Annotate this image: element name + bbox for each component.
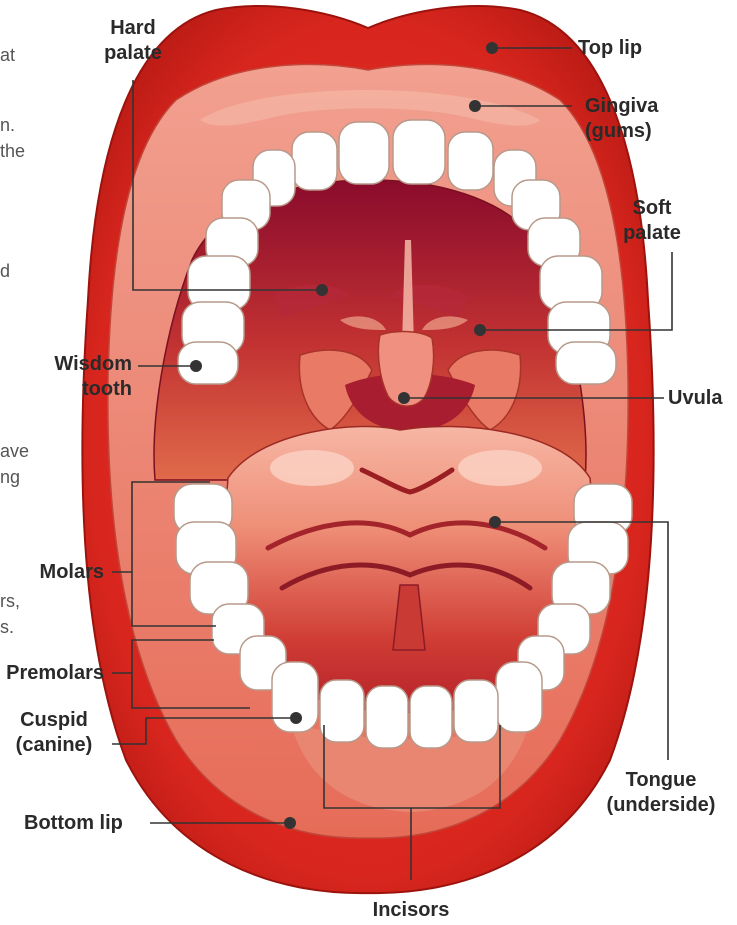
upper-incisor (448, 132, 493, 190)
cropped-text-fragment: rs, (0, 590, 20, 612)
label-wisdom-tooth-line1: Wisdom (8, 352, 132, 377)
label-premolars: Premolars (0, 661, 104, 686)
label-hard-palate-line2: palate (90, 41, 176, 66)
label-gingiva-line1: Gingiva (585, 94, 658, 119)
label-cuspid-line1: Cuspid (2, 708, 106, 733)
lower-incisor (454, 680, 498, 742)
lower-incisor (320, 680, 364, 742)
label-hard-palate: Hard palate (90, 16, 176, 66)
label-soft-palate-line1: Soft (622, 196, 682, 221)
label-gingiva-line2: (gums) (585, 119, 658, 144)
label-tongue: Tongue (underside) (596, 768, 726, 818)
label-tongue-line1: Tongue (596, 768, 726, 793)
upper-incisor (339, 122, 389, 184)
cropped-text-fragment: ave (0, 440, 29, 462)
label-wisdom-tooth: Wisdom tooth (8, 352, 132, 402)
lower-canine (496, 662, 542, 732)
upper-incisor (393, 120, 445, 184)
cropped-text-fragment: ng (0, 466, 20, 488)
tongue-highlight (458, 450, 542, 486)
label-bottom-lip: Bottom lip (24, 811, 123, 836)
lower-incisor (410, 686, 452, 748)
label-molars: Molars (0, 560, 104, 585)
label-gingiva: Gingiva (gums) (585, 94, 658, 144)
label-top-lip: Top lip (578, 36, 642, 61)
tongue-highlight (270, 450, 354, 486)
label-soft-palate-line2: palate (622, 221, 682, 246)
upper-incisor (292, 132, 337, 190)
cropped-text-fragment: at (0, 44, 15, 66)
cropped-text-fragment: s. (0, 616, 14, 638)
lower-incisor (366, 686, 408, 748)
label-cuspid-line2: (canine) (2, 733, 106, 758)
cropped-text-fragment: d (0, 260, 10, 282)
upper-wisdom-tooth (556, 342, 616, 384)
upper-wisdom-tooth (178, 342, 238, 384)
label-cuspid: Cuspid (canine) (2, 708, 106, 758)
label-soft-palate: Soft palate (622, 196, 682, 246)
cropped-text-fragment: the (0, 140, 25, 162)
label-uvula: Uvula (668, 386, 722, 411)
label-tongue-line2: (underside) (596, 793, 726, 818)
cropped-text-fragment: n. (0, 114, 15, 136)
label-hard-palate-line1: Hard (90, 16, 176, 41)
label-incisors: Incisors (356, 898, 466, 923)
label-wisdom-tooth-line2: tooth (8, 377, 132, 402)
